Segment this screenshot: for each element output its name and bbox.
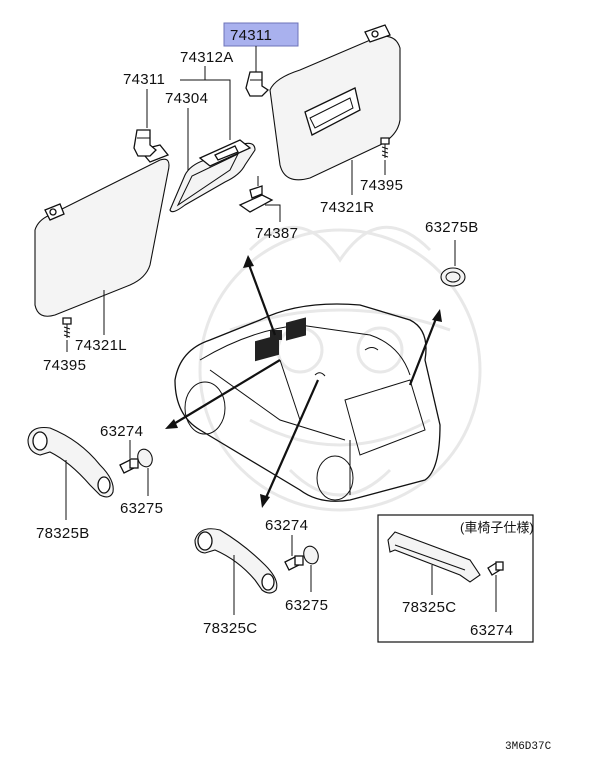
clip-63274-b [284, 555, 304, 571]
label-74311-top[interactable]: 74311 [230, 27, 272, 44]
assist-grip-78325b [27, 426, 114, 498]
cap-63275-b [303, 545, 319, 565]
label-74311-left[interactable]: 74311 [123, 71, 165, 88]
label-78325c[interactable]: 78325C [203, 620, 257, 637]
watermark-emblem [198, 225, 482, 512]
clip-74311-left [133, 129, 157, 157]
assist-grip-inset [387, 531, 481, 583]
part-74311-highlight [223, 22, 299, 47]
assist-grip-78325c [194, 528, 278, 594]
cap-63275-a [137, 448, 153, 468]
clip-63274-a [119, 458, 139, 474]
plug-63275b [440, 267, 466, 287]
diagram-code: 3M6D37C [505, 741, 552, 753]
screw-74395-left [62, 317, 72, 338]
clip-74311-top [245, 71, 270, 97]
clip-inset-63274 [487, 561, 504, 576]
label-74321r[interactable]: 74321R [320, 199, 374, 216]
inset-wheelchair-spec: (車椅子仕様) 78325C 63274 [377, 514, 534, 643]
label-74395-right[interactable]: 74395 [360, 177, 403, 194]
label-63275-a[interactable]: 63275 [120, 500, 163, 517]
inset-title[interactable]: (車椅子仕様) [460, 520, 534, 535]
label-74321l[interactable]: 74321L [75, 337, 127, 354]
label-inset-63274[interactable]: 63274 [470, 622, 513, 639]
sun-visor-left [34, 144, 170, 317]
label-74312a[interactable]: 74312A [180, 49, 234, 66]
callout-arrows [165, 255, 442, 508]
label-74395-left[interactable]: 74395 [43, 357, 86, 374]
screw-74395-right [380, 137, 390, 158]
label-74387[interactable]: 74387 [255, 225, 298, 242]
rear-view-mirror [169, 139, 256, 213]
label-63275-b[interactable]: 63275 [285, 597, 328, 614]
cover-74387 [238, 176, 274, 213]
label-74304[interactable]: 74304 [165, 90, 208, 107]
label-78325b[interactable]: 78325B [36, 525, 90, 542]
label-inset-78325c[interactable]: 78325C [402, 599, 456, 616]
label-63274-b[interactable]: 63274 [265, 517, 308, 534]
sun-visor-right [269, 24, 401, 181]
label-63274-a[interactable]: 63274 [100, 423, 143, 440]
vehicle-body [174, 303, 441, 502]
label-63275b[interactable]: 63275B [425, 219, 479, 236]
